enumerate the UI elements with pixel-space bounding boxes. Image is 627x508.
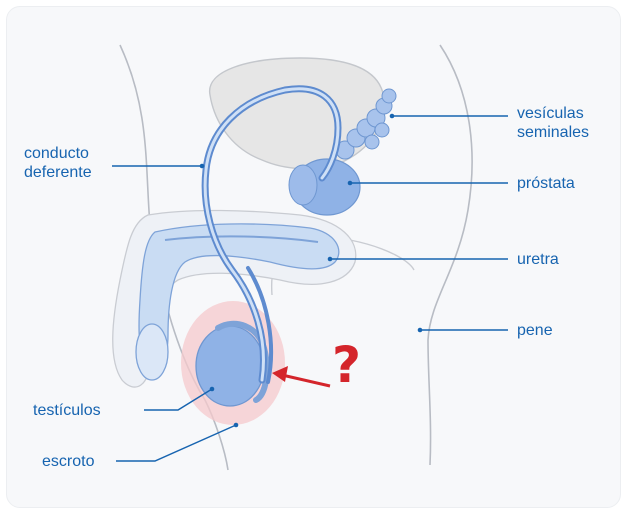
label-seminales: seminales — [517, 123, 589, 142]
label-pene: pene — [517, 321, 553, 340]
glans — [136, 324, 168, 380]
body-outline-front — [428, 45, 472, 465]
label-prostata: próstata — [517, 174, 575, 193]
label-testiculos: testículos — [33, 401, 101, 420]
label-uretra: uretra — [517, 250, 559, 269]
question-mark: ? — [332, 337, 361, 393]
label-deferente: deferente — [24, 163, 92, 182]
label-escroto: escroto — [42, 452, 94, 471]
label-vesiculas: vesículas — [517, 104, 584, 123]
testicle — [196, 326, 264, 406]
label-conducto: conducto — [24, 144, 89, 163]
prostate-lobe — [289, 165, 317, 205]
arrow-shaft — [282, 375, 330, 386]
